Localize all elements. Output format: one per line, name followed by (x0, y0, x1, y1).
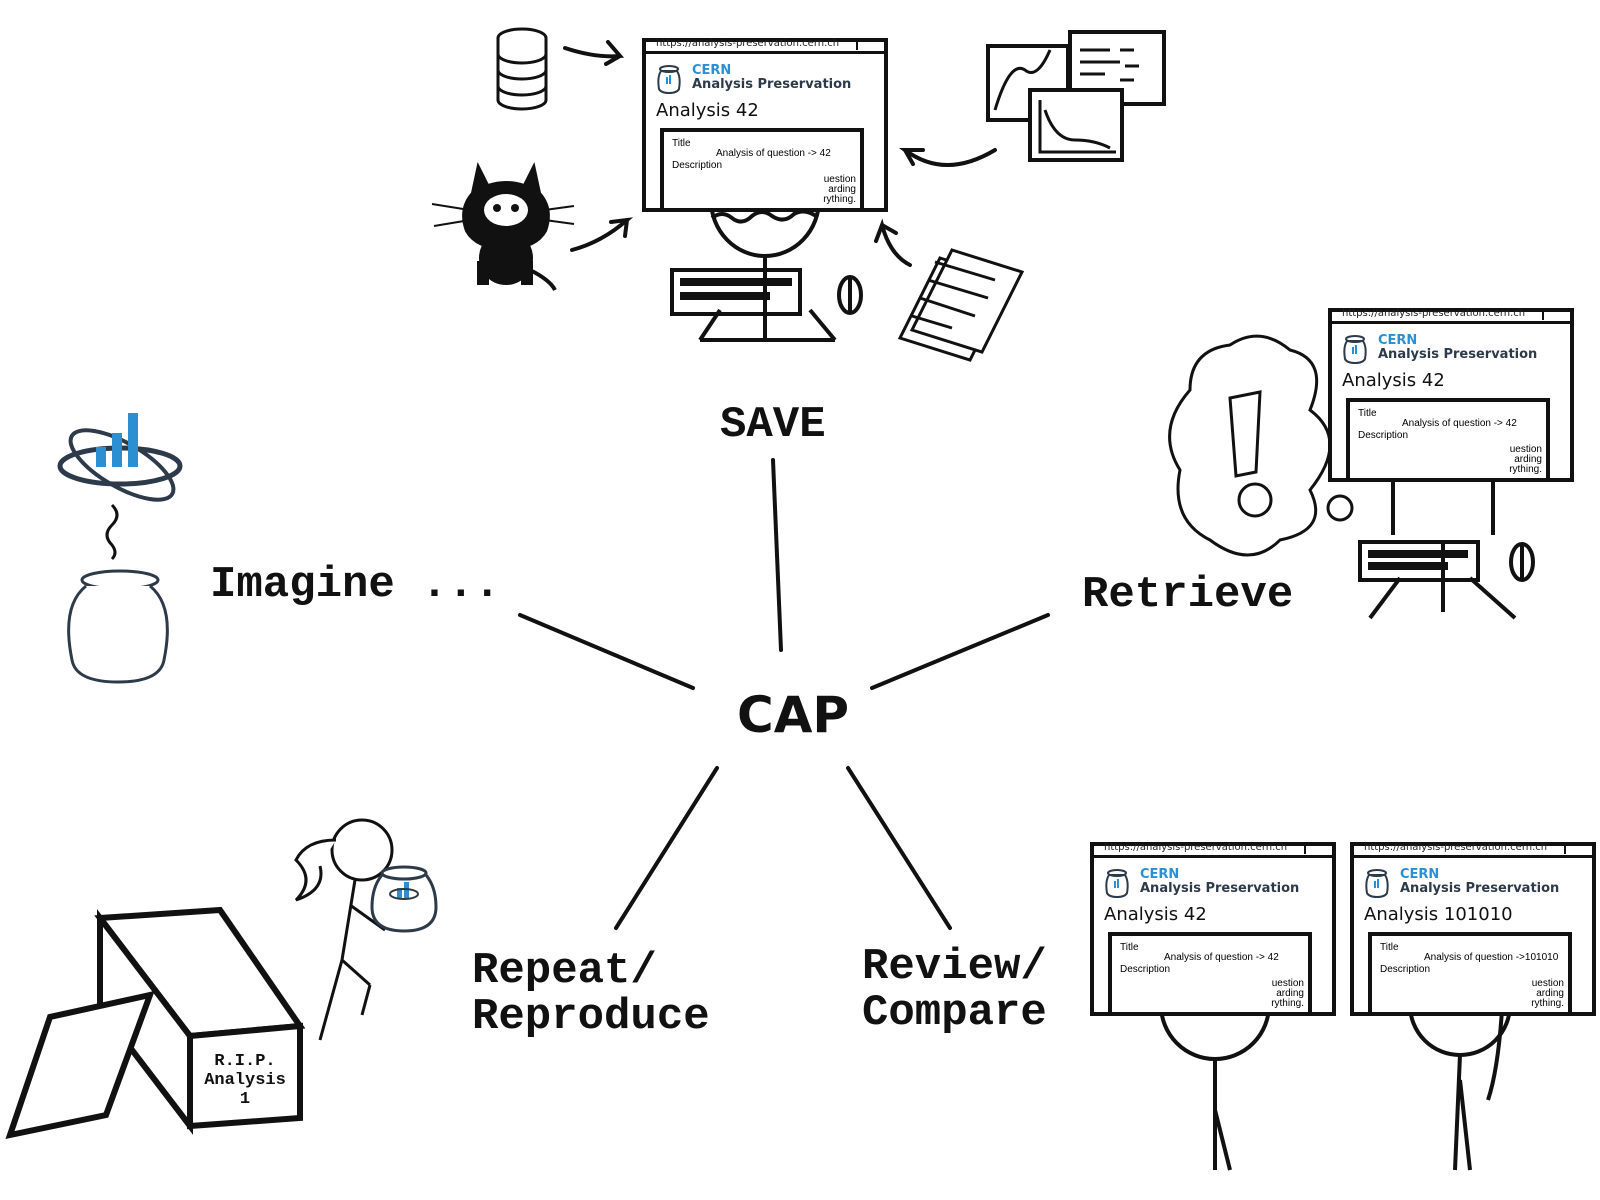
cap-jar-logo (57, 413, 183, 684)
brand-name: Analysis Preservation (1378, 347, 1538, 363)
field-title-value: Analysis of question ->101010 (1424, 952, 1559, 963)
field-description-label: Description (1380, 964, 1431, 975)
brand-name: Analysis Preservation (1400, 881, 1560, 897)
field-title-label: Title (1120, 942, 1139, 953)
description-line: rything. (1509, 464, 1542, 475)
spoke-review (846, 766, 952, 930)
brand-cern: CERN (692, 63, 732, 78)
field-title-value: Analysis of question -> 42 (1164, 952, 1279, 963)
cap-logo-icon (657, 65, 681, 94)
compare-right-browser-window: https://analysis-preservation.cern.ch CE… (1350, 842, 1596, 1016)
spoke-imagine (518, 613, 695, 690)
octocat-icon (462, 162, 557, 292)
field-title-value: Analysis of question -> 42 (1402, 418, 1517, 429)
field-description-label: Description (1358, 430, 1409, 441)
rip-box (5, 906, 306, 1140)
spoke-retrieve (870, 613, 1050, 690)
spoke-repeat (614, 766, 719, 930)
girl-figure (294, 818, 438, 1041)
field-description-label: Description (672, 160, 723, 171)
field-title-label: Title (672, 138, 691, 149)
arrow-from-papers (874, 218, 912, 267)
url-text: https://analysis-preservation.cern.ch (1104, 842, 1288, 853)
retrieve-browser-window: https://analysis-preservation.cern.ch CE… (1328, 308, 1574, 482)
plots-icon (986, 30, 1166, 162)
cap-logo-icon (1365, 869, 1389, 898)
description-line: uestion (823, 174, 856, 185)
tombstone-line-2: Analysis (204, 1071, 286, 1090)
papers-icon (897, 248, 1025, 362)
retrieve-label: Retrieve (1082, 570, 1294, 620)
cap-center-label: CAP (737, 686, 850, 744)
description-line: uestion (1271, 978, 1304, 989)
description-line: arding (1536, 988, 1564, 999)
url-text: https://analysis-preservation.cern.ch (1364, 842, 1548, 853)
description-line: rything. (823, 194, 856, 205)
analysis-title: Analysis 101010 (1364, 904, 1513, 925)
field-title-value: Analysis of question -> 42 (716, 148, 831, 159)
analysis-form: Title Analysis of question -> 42 Descrip… (1346, 398, 1550, 482)
analysis-title: Analysis 42 (1342, 370, 1445, 391)
imagine-label: Imagine ... (210, 560, 501, 610)
brand-name: Analysis Preservation (692, 77, 852, 93)
description-line: arding (1276, 988, 1304, 999)
cap-logo-icon (1105, 869, 1129, 898)
tombstone-line-1: R.I.P. (214, 1052, 275, 1071)
compare-left-browser-window: https://analysis-preservation.cern.ch CE… (1090, 842, 1336, 1016)
field-title-label: Title (1380, 942, 1399, 953)
field-description-label: Description (1120, 964, 1171, 975)
analysis-form: Title Analysis of question -> 42 Descrip… (1108, 932, 1312, 1016)
save-browser-window: https://analysis-preservation.cern.ch CE… (642, 38, 888, 212)
description-line: uestion (1531, 978, 1564, 989)
arrow-from-database (563, 40, 625, 66)
url-text: https://analysis-preservation.cern.ch (656, 38, 840, 49)
database-icon (496, 27, 548, 111)
arrow-from-plots (898, 148, 997, 167)
spoke-save (771, 458, 783, 652)
analysis-form: Title Analysis of question -> 42 Descrip… (660, 128, 864, 212)
url-text: https://analysis-preservation.cern.ch (1342, 308, 1526, 319)
thought-bubble (1168, 334, 1354, 557)
description-line: uestion (1509, 444, 1542, 455)
analysis-title: Analysis 42 (1104, 904, 1207, 925)
description-line: rything. (1271, 998, 1304, 1009)
analysis-form: Title Analysis of question ->101010 Desc… (1368, 932, 1572, 1016)
brand-cern: CERN (1400, 867, 1440, 882)
repeat-label: Repeat/ Reproduce (472, 946, 710, 1043)
review-label: Review/ Compare (862, 942, 1047, 1039)
field-title-label: Title (1358, 408, 1377, 419)
description-line: arding (828, 184, 856, 195)
description-line: arding (1514, 454, 1542, 465)
analysis-title: Analysis 42 (656, 100, 759, 121)
save-label: SAVE (720, 400, 826, 450)
brand-cern: CERN (1140, 867, 1180, 882)
tombstone-line-3: 1 (240, 1090, 250, 1109)
cap-logo-icon (1343, 335, 1367, 364)
brand-name: Analysis Preservation (1140, 881, 1300, 897)
description-line: rything. (1531, 998, 1564, 1009)
brand-cern: CERN (1378, 333, 1418, 348)
arrow-from-octocat (570, 217, 634, 252)
